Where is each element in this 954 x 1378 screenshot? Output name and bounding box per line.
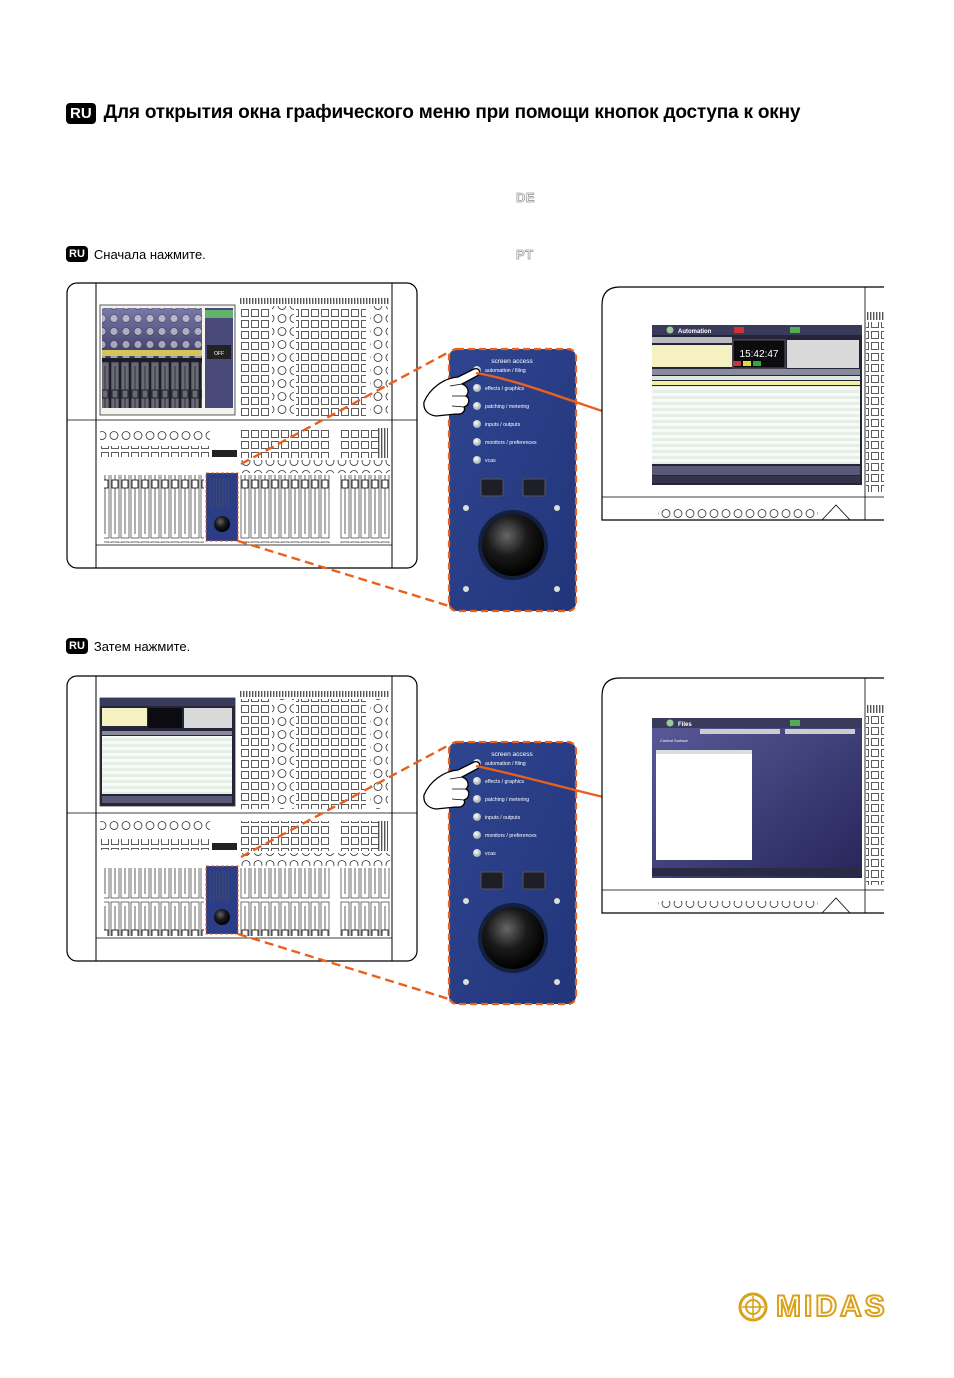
vcas-button[interactable] bbox=[473, 849, 481, 857]
button-label: patching / metering bbox=[485, 797, 529, 803]
zoomed-screen-files: Files Control Surface bbox=[601, 677, 884, 914]
trackball[interactable] bbox=[482, 907, 544, 969]
monitors-preferences-button[interactable] bbox=[473, 831, 481, 839]
button-label: effects / graphics bbox=[485, 779, 525, 785]
panel-title: screen access bbox=[491, 751, 533, 758]
patching-metering-button[interactable] bbox=[473, 402, 481, 410]
button-label: monitors / preferences bbox=[485, 440, 537, 446]
trackball[interactable] bbox=[482, 514, 544, 576]
page-heading: RU Для открытия окна графического меню п… bbox=[66, 102, 800, 124]
button-label: vcas bbox=[485, 851, 496, 857]
console-drawing bbox=[66, 675, 418, 962]
language-badge: RU bbox=[66, 246, 88, 262]
timecode-clock: 15:42:47 bbox=[740, 349, 779, 360]
button-label: patching / metering bbox=[485, 404, 529, 410]
ghost-language-de: DE bbox=[516, 190, 536, 206]
effects-graphics-button[interactable] bbox=[473, 777, 481, 785]
patching-metering-button[interactable] bbox=[473, 795, 481, 803]
console-screen bbox=[99, 697, 236, 807]
right-mouse-button[interactable] bbox=[522, 871, 546, 890]
effects-graphics-button[interactable] bbox=[473, 384, 481, 392]
monitors-preferences-button[interactable] bbox=[473, 438, 481, 446]
console-screen: OFF bbox=[99, 304, 236, 416]
page-title: Для открытия окна графического меню при … bbox=[103, 102, 801, 123]
screen-access-panel: screen access automation / filing effect… bbox=[447, 347, 578, 613]
pointing-hand-icon bbox=[423, 367, 481, 417]
step-1-text: Сначала нажмите. bbox=[93, 246, 206, 262]
console-drawing: OFF bbox=[66, 282, 418, 569]
midas-wordmark: MIDAS bbox=[775, 1289, 888, 1324]
left-mouse-button[interactable] bbox=[480, 478, 504, 497]
zoomed-screen-automation: Automation 15:42:47 bbox=[601, 286, 884, 521]
screen-access-panel: screen access automation / filing effect… bbox=[447, 740, 578, 1006]
files-section-label: Control Surface bbox=[660, 738, 689, 743]
inputs-outputs-button[interactable] bbox=[473, 420, 481, 428]
console-mode-label: OFF bbox=[214, 351, 224, 357]
button-label: automation / filing bbox=[485, 761, 526, 767]
language-badge: RU bbox=[66, 102, 96, 124]
button-label: vcas bbox=[485, 458, 496, 464]
right-mouse-button[interactable] bbox=[522, 478, 546, 497]
step-2-text: Затем нажмите. bbox=[93, 638, 191, 654]
step-1-caption: RU Сначала нажмите. bbox=[66, 246, 206, 262]
step-2-caption: RU Затем нажмите. bbox=[66, 638, 190, 654]
left-mouse-button[interactable] bbox=[480, 871, 504, 890]
vcas-button[interactable] bbox=[473, 456, 481, 464]
window-title: Files bbox=[678, 722, 692, 728]
panel-title: screen access bbox=[491, 358, 533, 365]
midas-logo: MIDAS bbox=[738, 1289, 888, 1324]
inputs-outputs-button[interactable] bbox=[473, 813, 481, 821]
button-label: monitors / preferences bbox=[485, 833, 537, 839]
button-label: effects / graphics bbox=[485, 386, 525, 392]
button-label: inputs / outputs bbox=[485, 422, 521, 428]
language-badge: RU bbox=[66, 638, 88, 654]
midas-emblem-icon bbox=[738, 1292, 768, 1322]
ghost-language-pt: PT bbox=[516, 247, 534, 263]
pointing-hand-icon bbox=[423, 760, 481, 810]
button-label: automation / filing bbox=[485, 368, 526, 374]
button-label: inputs / outputs bbox=[485, 815, 521, 821]
window-title: Automation bbox=[678, 329, 712, 335]
